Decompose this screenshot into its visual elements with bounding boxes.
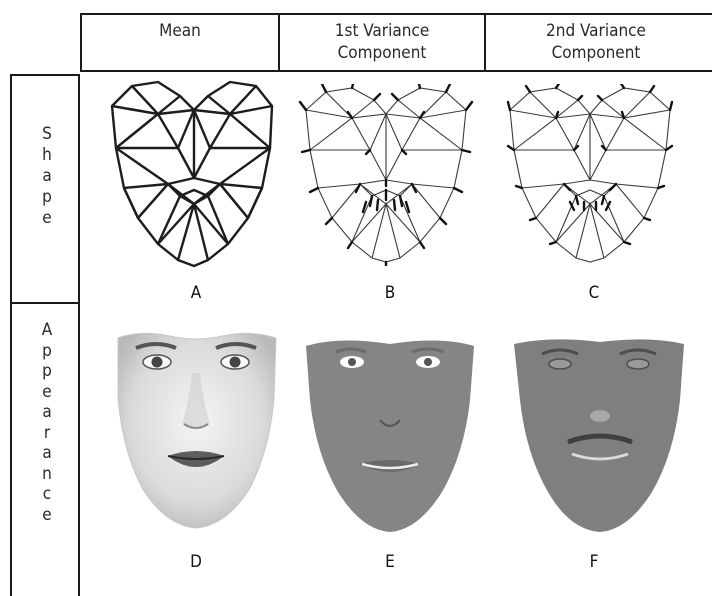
row-label-char: e — [42, 382, 51, 403]
row-label-char: e — [42, 505, 51, 526]
row-label-char: S — [42, 124, 52, 145]
row-label-char: e — [42, 208, 51, 229]
row-label-shape: S h a p e — [12, 124, 82, 229]
panel-label-a: A — [166, 283, 226, 303]
row-label-char: a — [42, 166, 51, 187]
row-label-char: a — [42, 402, 51, 423]
column-header-mean: Mean — [82, 14, 278, 70]
column-header-2nd-line1: 2nd Variance — [546, 20, 646, 42]
column-header-2nd-variance: 2nd Variance Component — [486, 14, 706, 70]
face-1st-variance-svg — [300, 330, 480, 534]
panel-label-b: B — [360, 283, 420, 303]
row-label-char: c — [43, 484, 51, 505]
row-label-char: r — [44, 423, 50, 444]
header-bottom-border — [80, 70, 712, 72]
mesh-2nd-variance — [500, 84, 680, 266]
row-label-char: n — [42, 464, 52, 485]
column-header-1st-line2: Component — [335, 42, 429, 64]
face-1st-variance — [300, 330, 480, 534]
mesh-mean-svg — [108, 78, 278, 270]
row-label-appearance: A p p e a r a n c e — [12, 320, 82, 525]
row-label-char: p — [42, 361, 52, 382]
row-label-char: h — [42, 145, 52, 166]
row-label-char: A — [42, 320, 52, 341]
row-label-char: a — [42, 443, 51, 464]
row-label-char: p — [42, 341, 52, 362]
row-divider — [10, 302, 80, 304]
column-header-2nd-line2: Component — [546, 42, 646, 64]
panel-label-d: D — [166, 552, 226, 572]
row-label-char: p — [42, 187, 52, 208]
face-2nd-variance — [508, 330, 690, 534]
panel-label-c: C — [564, 283, 624, 303]
panel-label-e: E — [360, 552, 420, 572]
face-2nd-variance-svg — [508, 330, 690, 534]
mesh-mean — [108, 78, 278, 270]
mesh-2nd-variance-svg — [500, 84, 680, 266]
mesh-1st-variance-svg — [296, 84, 476, 266]
column-header-1st-line1: 1st Variance — [335, 20, 429, 42]
face-mean — [110, 328, 282, 532]
face-mean-svg — [110, 328, 282, 532]
rowlabel-top-border — [10, 74, 80, 76]
panel-label-f: F — [564, 552, 624, 572]
mesh-1st-variance — [296, 84, 476, 266]
column-header-mean-label: Mean — [159, 20, 201, 42]
column-header-1st-variance: 1st Variance Component — [280, 14, 484, 70]
